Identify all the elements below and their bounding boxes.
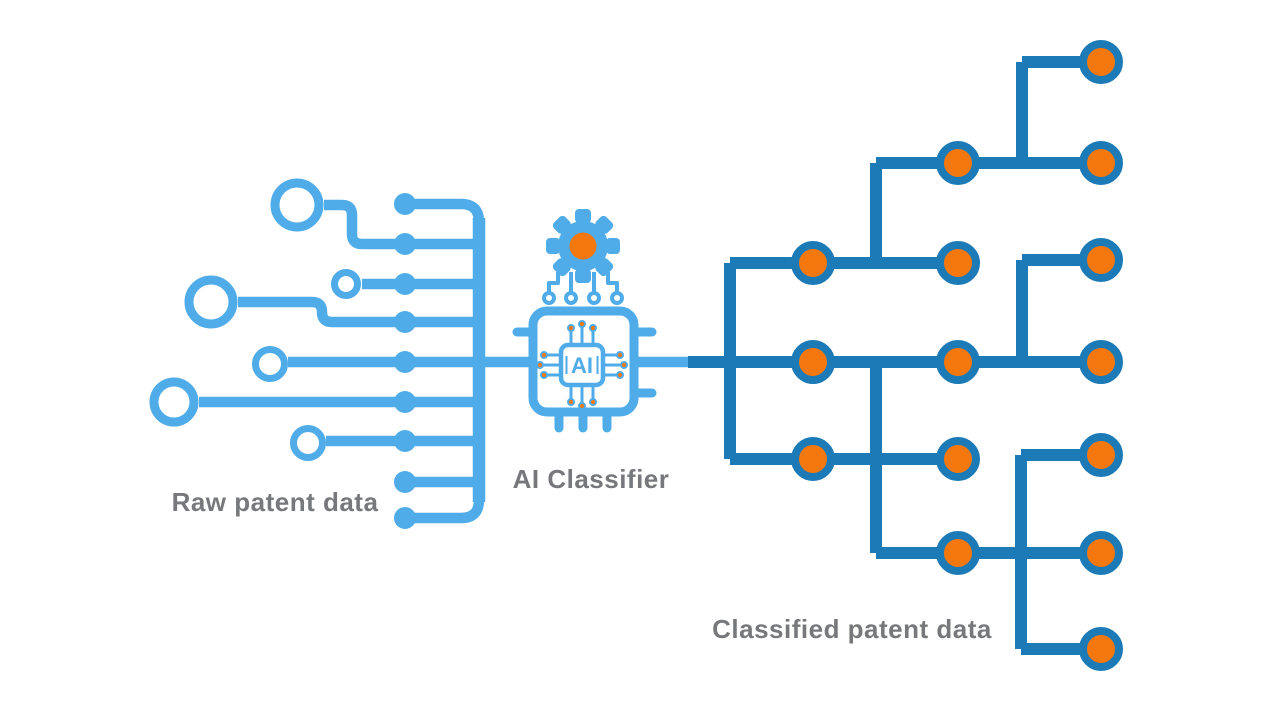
ai-classifier-chip-icon: AI	[512, 272, 657, 433]
circuit-trace	[238, 296, 479, 328]
gear-trace	[547, 272, 560, 293]
circuit-trace	[405, 198, 485, 223]
chip-micro-dot	[616, 351, 624, 359]
chip-micro-dot	[578, 402, 586, 410]
chip-micro-dot	[620, 361, 628, 369]
tree-node	[791, 241, 835, 285]
chip-core	[558, 342, 606, 388]
gear-icon	[546, 209, 620, 283]
chip-micro-dot	[578, 320, 586, 328]
data-dot	[394, 193, 416, 215]
tree-node	[936, 531, 980, 575]
chip-micro-dot	[540, 351, 548, 359]
gear-tooth	[606, 238, 620, 254]
tree-node	[936, 241, 980, 285]
chip-micro-dot	[536, 361, 544, 369]
chip-micro-dot	[616, 371, 624, 379]
circuit-trace	[324, 199, 405, 250]
tree-node	[936, 437, 980, 481]
gear-shape	[546, 209, 620, 283]
chip-micro-dot	[567, 398, 575, 406]
data-dot	[394, 430, 416, 452]
raw-patent-data-label: Raw patent data	[172, 487, 379, 517]
chip-micro-dot	[567, 324, 575, 332]
data-ring	[252, 346, 288, 382]
tree-node	[1079, 340, 1123, 384]
data-dot	[394, 351, 416, 373]
data-ring	[270, 178, 324, 232]
tree-node	[1079, 531, 1123, 575]
chip-micro-dot	[540, 371, 548, 379]
tree-node	[791, 340, 835, 384]
data-ring	[290, 425, 326, 461]
data-dot	[394, 273, 416, 295]
data-ring	[331, 269, 361, 299]
raw-data-circuit	[149, 178, 692, 529]
circuit-trace	[405, 499, 485, 524]
gear-trace-node	[564, 291, 578, 305]
gear-trace-node	[542, 291, 556, 305]
tree-node	[1079, 141, 1123, 185]
chip-micro-dot	[589, 324, 597, 332]
tree-node	[936, 340, 980, 384]
gear-tooth	[575, 209, 591, 223]
data-dot	[394, 471, 416, 493]
tree-node	[1079, 40, 1123, 84]
data-dot	[394, 311, 416, 333]
data-dot	[394, 391, 416, 413]
gear-tooth	[575, 269, 591, 283]
classified-patent-data-label: Classified patent data	[712, 614, 992, 644]
tree-node	[936, 141, 980, 185]
gear-trace-node	[587, 291, 601, 305]
data-dot	[394, 233, 416, 255]
chip-ai-label: AI	[571, 353, 593, 378]
gear-center-dot	[569, 232, 597, 260]
classification-tree	[688, 40, 1123, 671]
data-ring	[184, 275, 238, 329]
ai-classifier-label: AI Classifier	[513, 464, 670, 494]
gear-tooth	[546, 238, 560, 254]
gear-trace	[606, 272, 619, 293]
chip-micro-dot	[589, 398, 597, 406]
data-dot	[394, 507, 416, 529]
diagram-labels: Raw patent data AI Classifier Classified…	[172, 464, 992, 644]
data-ring	[149, 377, 199, 427]
tree-node	[1079, 238, 1123, 282]
gear-trace-node	[610, 291, 624, 305]
tree-node	[1079, 433, 1123, 477]
tree-node	[1079, 627, 1123, 671]
tree-node	[791, 437, 835, 481]
